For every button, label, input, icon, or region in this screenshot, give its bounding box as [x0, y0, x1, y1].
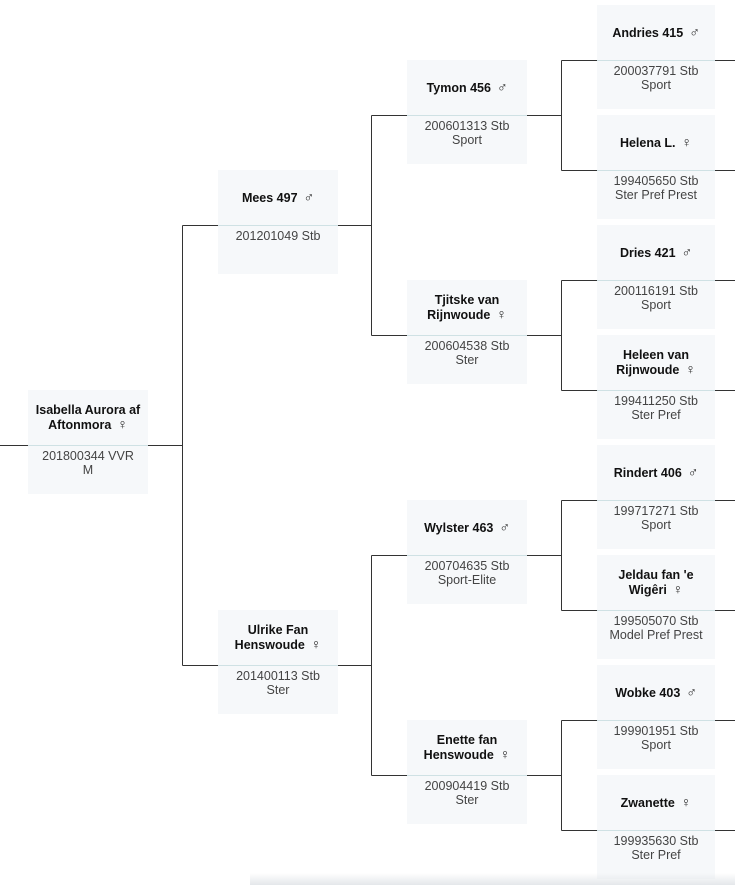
registration-number: 200904419 Stb	[424, 779, 510, 793]
horse-name: Isabella Aurora af Aftonmora	[35, 403, 141, 432]
female-icon: ♀	[496, 306, 507, 322]
card-divider	[597, 280, 715, 281]
registration-number: 201400113 Stb	[236, 669, 320, 683]
registration-number: 199411250 Stb	[614, 394, 698, 408]
horse-name: Ulrike Fan Henswoude	[234, 623, 309, 652]
predicate: Sport	[452, 133, 482, 147]
predicate: Sport	[641, 738, 671, 752]
male-icon: ♂	[686, 684, 697, 700]
bottom-scroll-shadow	[250, 873, 735, 885]
registration-number: 199935630 Stb	[613, 834, 699, 848]
horse-name: Helena L.	[619, 136, 676, 150]
card-divider	[597, 60, 715, 61]
registration-number: 199717271 Stb	[613, 504, 699, 518]
female-icon: ♀	[672, 581, 684, 597]
registration-number: 200604538 Stb	[424, 339, 510, 353]
female-icon: ♀	[499, 746, 511, 762]
card-divider	[218, 225, 338, 226]
male-icon: ♂	[687, 464, 699, 480]
predicate: Sport	[641, 518, 671, 532]
predicate: Model Pref Prest	[609, 628, 703, 642]
registration-number: 200601313 Stb	[424, 119, 510, 133]
registration-number: 199505070 Stb	[613, 614, 699, 628]
horse-name: Enette fan Henswoude	[423, 733, 498, 762]
horse-name: Wylster 463	[424, 521, 494, 535]
card-divider	[218, 665, 338, 666]
card-divider	[597, 720, 715, 721]
predicate: Sport	[641, 298, 671, 312]
predicate: Ster	[455, 353, 479, 367]
horse-card-sire[interactable]: Mees 497 ♂ 201201049 Stb	[218, 170, 338, 274]
card-divider	[597, 390, 715, 391]
card-divider	[407, 335, 527, 336]
card-divider	[597, 830, 715, 831]
horse-name: Mees 497	[241, 191, 298, 205]
predicate: Ster	[455, 793, 479, 807]
card-divider	[597, 170, 715, 171]
predicate: Ster	[266, 683, 290, 697]
card-divider	[407, 775, 527, 776]
predicate: Sport-Elite	[437, 573, 497, 587]
male-icon: ♂	[689, 24, 700, 40]
card-divider	[407, 115, 527, 116]
male-icon: ♂	[681, 244, 693, 260]
female-icon: ♀	[681, 134, 693, 150]
card-divider	[28, 445, 148, 446]
male-icon: ♂	[499, 519, 510, 535]
predicate: Sport	[641, 78, 671, 92]
predicate: M	[82, 463, 94, 477]
registration-number: 200037791 Stb	[613, 64, 699, 78]
male-icon: ♂	[303, 189, 315, 205]
horse-name: Zwanette	[620, 796, 675, 810]
registration-number: 199901951 Stb	[613, 724, 699, 738]
card-divider	[597, 610, 715, 611]
predicate: Ster Pref	[631, 408, 681, 422]
horse-card-root[interactable]: Isabella Aurora af Aftonmora♀ 201800344 …	[28, 390, 148, 494]
horse-name: Andries 415	[612, 26, 684, 40]
registration-number: 200116191 Stb	[614, 284, 698, 298]
male-icon: ♂	[496, 79, 508, 95]
female-icon: ♀	[680, 794, 692, 810]
horse-name: Wobke 403	[615, 686, 681, 700]
registration-number: 201800344 VVR	[42, 449, 134, 463]
horse-name: Tymon 456	[426, 81, 491, 95]
horse-name: Dries 421	[619, 246, 676, 260]
card-divider	[407, 555, 527, 556]
female-icon: ♀	[310, 636, 322, 652]
predicate: Ster Pref	[631, 848, 681, 862]
female-icon: ♀	[685, 361, 696, 377]
registration-number: 200704635 Stb	[424, 559, 510, 573]
female-icon: ♀	[117, 416, 128, 432]
horse-name: Tjitske van Rijnwoude	[427, 293, 500, 322]
horse-name: Heleen van Rijnwoude	[616, 348, 689, 377]
predicate: Ster Pref Prest	[615, 188, 697, 202]
horse-name: Rindert 406	[613, 466, 682, 480]
registration-number: 201201049 Stb	[235, 229, 321, 243]
horse-name: Jeldau fan 'e Wigêri	[618, 568, 694, 597]
registration-number: 199405650 Stb	[613, 174, 699, 188]
card-divider	[597, 500, 715, 501]
